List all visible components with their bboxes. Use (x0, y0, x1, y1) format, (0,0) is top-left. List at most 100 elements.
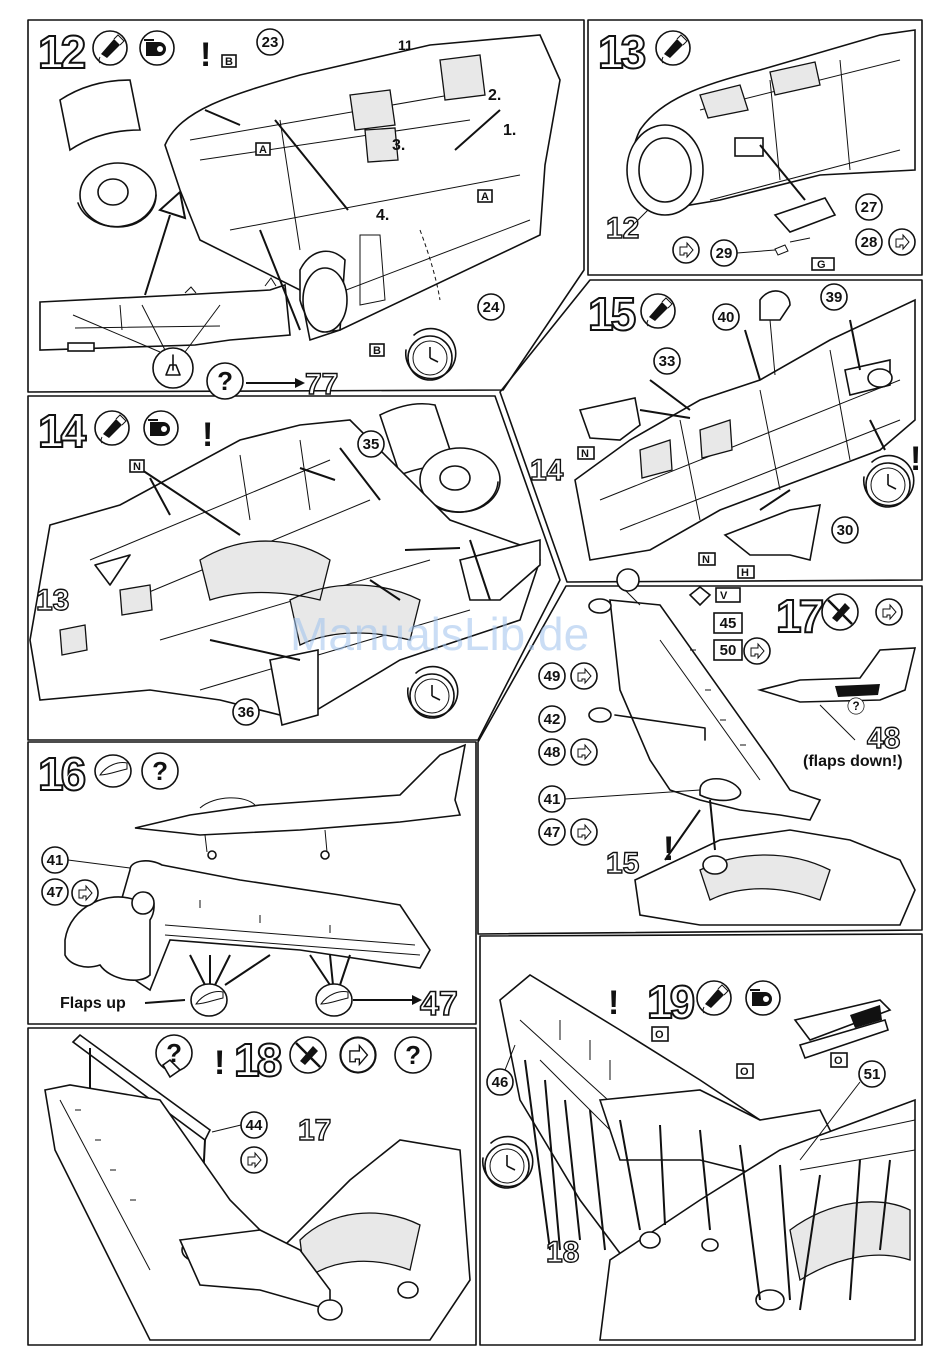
reference-step: 15 (606, 847, 639, 880)
sprue-letter: N (702, 554, 710, 566)
attention-mark: ! (608, 984, 619, 1022)
part-number: 27 (861, 199, 878, 216)
flaps-caption: (flaps down!) (803, 753, 903, 770)
reference-step: 14 (530, 454, 564, 487)
part-number: 30 (837, 522, 854, 539)
step-15: 15 40 39 33 30 N N H 14 ! (530, 284, 921, 579)
no-glue-icon (822, 594, 858, 630)
part-number: 45 (720, 615, 737, 632)
step-17: 17 V 45 50 49 42 48 41 47 (539, 569, 915, 925)
arrow-badge-icon (673, 237, 699, 263)
arrow-badge-icon (571, 663, 597, 689)
sprue-letter: V (720, 590, 728, 602)
part-number: 42 (544, 711, 561, 728)
question-icon (142, 753, 178, 789)
part-number: 47 (47, 884, 64, 901)
knife-icon (95, 755, 131, 787)
part-number: 51 (864, 1066, 881, 1083)
sub-step: 3. (392, 137, 405, 154)
glue-tube-icon (641, 294, 675, 328)
arrow-badge-icon (889, 229, 915, 255)
arrow-badge-icon (571, 819, 597, 845)
arrow-badge-icon (876, 599, 902, 625)
part-number: 11 (398, 37, 413, 53)
part-number: 28 (861, 234, 878, 251)
knife-icon (191, 984, 227, 1016)
reference-step: 17 (298, 1114, 331, 1147)
glue-tube-icon (656, 31, 690, 65)
glue-tube-icon (93, 31, 127, 65)
arrow-badge-icon (571, 739, 597, 765)
reference-step: 47 (420, 985, 458, 1023)
sprue-letter: A (259, 144, 267, 156)
reference-step: 77 (305, 368, 338, 401)
part-number: 49 (544, 668, 561, 685)
part-number: 23 (262, 34, 279, 51)
tape-icon (140, 31, 174, 65)
step-number: 19 (647, 976, 694, 1028)
step-number: 18 (234, 1034, 282, 1086)
part-number: 41 (47, 852, 64, 869)
reference-step: 13 (36, 584, 69, 617)
part-number: 33 (659, 353, 676, 370)
sprue-letter: G (817, 259, 826, 271)
tape-strip (60, 80, 140, 150)
step-number: 13 (598, 26, 645, 78)
step-number: 12 (38, 26, 85, 78)
step-number: 14 (38, 405, 87, 457)
part-number: 48 (544, 744, 561, 761)
part-number: 41 (544, 791, 561, 808)
step-number: 15 (588, 288, 636, 340)
attention-mark: ! (214, 1044, 225, 1082)
part-number: 46 (492, 1074, 509, 1091)
aircraft-profile (135, 745, 465, 835)
question-icon (207, 363, 243, 399)
step-16: 16 47 Flaps up 41 47 (38, 745, 465, 1023)
step-number: 16 (38, 748, 85, 800)
wing-glove (110, 861, 430, 990)
part-number: 35 (363, 436, 380, 453)
watermark: ManualsLib.de (290, 608, 589, 660)
step-number: 17 (776, 590, 823, 642)
part-30 (725, 505, 820, 560)
no-glue-icon (290, 1037, 326, 1073)
step-12: 12 ! 23 11 24 (38, 26, 560, 401)
sprue-letter: O (834, 1055, 843, 1067)
part-number: 50 (720, 642, 737, 659)
attention-mark: ! (910, 440, 921, 478)
question-icon (395, 1037, 431, 1073)
arrow-badge-icon (340, 1037, 375, 1072)
sub-step: 1. (503, 122, 516, 139)
clock-icon (483, 1137, 533, 1188)
reference-step: 18 (546, 1236, 579, 1269)
part-number: 44 (246, 1117, 263, 1134)
part-number: 48 (867, 722, 900, 755)
sprue-letter: A (481, 191, 489, 203)
tape-icon (746, 981, 780, 1015)
part-number: 36 (238, 704, 255, 721)
part-number: 39 (826, 289, 843, 306)
part-number: 29 (716, 245, 733, 262)
knife-icon (316, 984, 352, 1016)
part-33 (580, 398, 640, 440)
arrow-badge-icon (241, 1147, 267, 1173)
reference-step: 12 (606, 212, 639, 245)
sprue-letter: O (740, 1066, 749, 1078)
part-number: 47 (544, 824, 561, 841)
tape-icon (144, 411, 178, 445)
arrow-badge-icon (72, 880, 98, 906)
clock-icon (864, 456, 914, 507)
step-18: ! 18 44 17 (45, 1034, 470, 1340)
flaps-caption: Flaps up (60, 995, 126, 1012)
arrow-badge-icon (744, 638, 770, 664)
sprue-letter: N (581, 448, 589, 460)
attention-mark: ! (202, 416, 213, 454)
clock-icon (408, 667, 458, 718)
step-13: 13 27 28 29 G 12 (598, 26, 915, 271)
sub-step: 2. (488, 87, 501, 104)
clock-icon (406, 329, 456, 380)
sprue-letter: O (655, 1029, 664, 1041)
part-27 (775, 198, 835, 232)
glue-tube-icon (697, 981, 731, 1015)
